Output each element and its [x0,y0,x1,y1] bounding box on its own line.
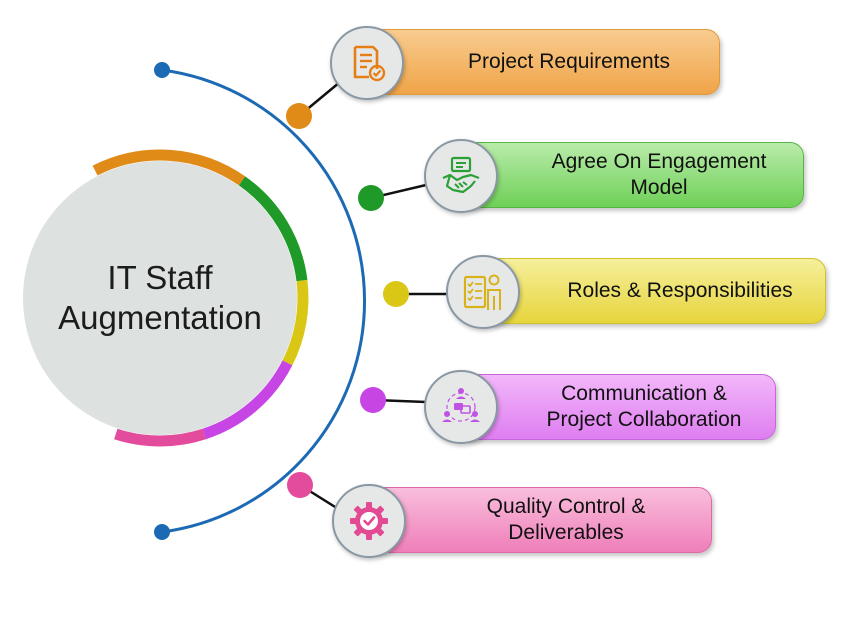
step-card-roles-and-responsibilities: Roles & Responsibilities [480,258,826,324]
step-icon-circle-4 [424,370,498,444]
handshake-agreement-icon [442,156,480,194]
center-circle [23,161,297,435]
step-label: Communication & Project Collaboration [546,382,742,431]
step-card-agree-on-engagement-model: Agree On Engagement Model [460,142,804,208]
step-icon-circle-3 [446,255,520,329]
step-icon-circle-5 [332,484,406,558]
step-label: Project Requirements [468,50,670,73]
step-node-1 [286,103,312,129]
team-chat-collaboration-icon [442,388,480,422]
connectors [286,81,448,512]
center-title-text: IT Staff Augmentation [58,259,262,336]
arc-start-dot [154,62,170,78]
timeline-arc [161,68,366,534]
ring-segment-purple [202,360,293,440]
step-card-quality-control-and-deliverables: Quality Control & Deliverables [366,487,712,553]
checklist-document-icon [353,45,386,82]
step-icon-circle-2 [424,139,498,213]
arc-end-dot [154,524,170,540]
ring-segment-green [238,176,308,282]
ring-segment-pink [114,428,206,447]
step-card-communication-and-project-collaboration: Communication & Project Collaboration [458,374,776,440]
step-node-5 [287,472,313,498]
step-node-2 [358,185,384,211]
person-role-list-icon [463,274,501,310]
ring-segment-orange [92,149,246,186]
step-label: Agree On Engagement Model [551,150,767,199]
step-node-3 [383,281,409,307]
step-label: Roles & Responsibilities [567,279,793,302]
step-card-project-requirements: Project Requirements [364,29,720,95]
step-label: Quality Control & Deliverables [486,495,646,544]
step-icon-circle-1 [330,26,404,100]
center-color-ring [92,149,309,447]
gear-check-icon [350,502,388,540]
step-node-4 [360,387,386,413]
center-title: IT Staff Augmentation [22,160,298,436]
ring-segment-yellow [282,279,309,366]
